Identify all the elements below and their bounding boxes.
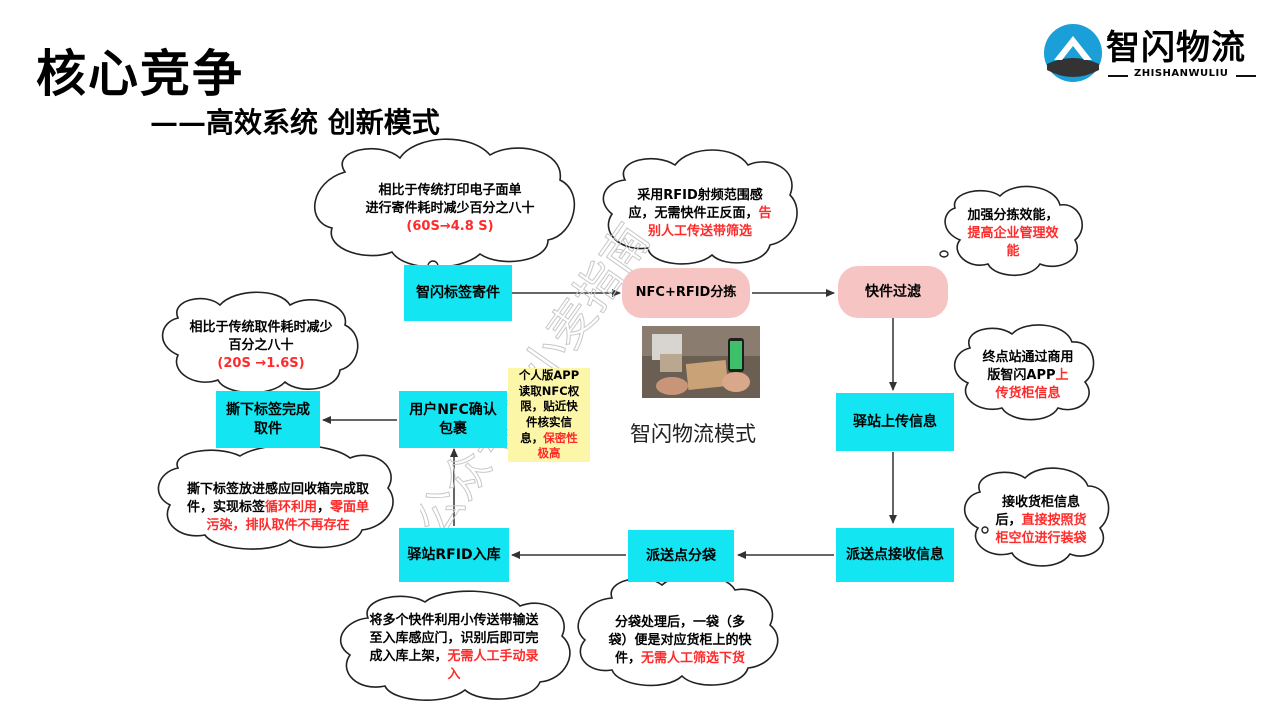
box-label-send: 智闪标签寄件 bbox=[404, 265, 512, 321]
c1-red: (60S→4.8 S) bbox=[406, 219, 494, 235]
logo-name: 智闪物流 bbox=[1106, 28, 1246, 68]
c2-line2a: 应，无需快件正反面， bbox=[628, 205, 759, 221]
page-title: 核心竞争 bbox=[36, 44, 244, 103]
page-subtitle: ——高效系统 创新模式 bbox=[150, 106, 440, 139]
note-line-6: 极高 bbox=[537, 446, 561, 461]
c7-line2d: 零面单 bbox=[330, 499, 370, 515]
cloud-3-text: 加强分拣效能， 提高企业管理效 能 bbox=[948, 200, 1078, 268]
c7-line2: 件，实现标签循环利用，零面单 bbox=[187, 499, 369, 517]
note-line-5-red: 保密性 bbox=[543, 430, 578, 445]
cloud-shape-2 bbox=[602, 149, 798, 265]
c9-line3: 件，无需人工筛选下货 bbox=[615, 650, 745, 668]
note-line-2: 读取NFC权 bbox=[518, 383, 580, 398]
cloud-shape-3 bbox=[944, 185, 1084, 276]
c7-line2b: 循环利用 bbox=[264, 499, 317, 515]
c4-red: (20S →1.6S) bbox=[217, 356, 305, 372]
c7-line2c: ， bbox=[317, 499, 331, 515]
cloud-5-text: 终点站通过商用 版智闪APP上 传货柜信息 bbox=[958, 338, 1098, 414]
c5-line2: 版智闪APP上 bbox=[987, 367, 1068, 385]
cloud-6-text: 接收货柜信息 后，直接按照货 柜空位进行装袋 bbox=[966, 484, 1116, 558]
c9-line1: 分袋处理后，一袋（多 bbox=[614, 614, 745, 630]
c5-line2a: 版智闪APP bbox=[987, 367, 1056, 383]
nfc-confirm-line-1: 用户NFC确认 bbox=[409, 401, 497, 418]
c9-line3a: 件， bbox=[614, 651, 641, 667]
c2-line2b: 告 bbox=[758, 205, 772, 221]
c8-line1: 将多个快件利用小传送带输送 bbox=[369, 612, 539, 628]
c8-line2: 至入库感应门，识别后即可完 bbox=[369, 630, 539, 646]
logo-subline: ZHISHANWULIU bbox=[1108, 68, 1258, 82]
cloud-shape-1 bbox=[314, 138, 576, 269]
c3-line1: 加强分拣效能， bbox=[967, 207, 1059, 223]
note-line-3: 限，贴近快 bbox=[520, 399, 578, 414]
cloud-7-text: 撕下标签放进感应回收箱完成取 件，实现标签循环利用，零面单 污染，排队取件不再存… bbox=[158, 472, 398, 544]
cloud-8-text: 将多个快件利用小传送带输送 至入库感应门，识别后即可完 成入库上架，无需人工手动… bbox=[340, 606, 568, 690]
cloud-4-text: 相比于传统取件耗时减少 百分之八十 (20S →1.6S) bbox=[168, 306, 354, 386]
logo-mountain-icon bbox=[1044, 24, 1102, 82]
c2-line3: 别人工传送带筛选 bbox=[647, 224, 752, 240]
cloud-shape-8 bbox=[339, 590, 571, 701]
box-station-upload: 驿站上传信息 bbox=[836, 393, 954, 451]
c7-line2a: 件，实现标签 bbox=[186, 499, 265, 515]
c9-line3b: 无需人工筛选下货 bbox=[641, 651, 746, 667]
mode-label: 智闪物流模式 bbox=[630, 422, 756, 446]
c8-line3a: 成入库上架， bbox=[369, 649, 448, 664]
c5-line1: 终点站通过商用 bbox=[982, 349, 1074, 365]
box-filter: 快件过滤 bbox=[838, 266, 948, 318]
cloud-shape-5 bbox=[953, 324, 1095, 421]
cloud-1-text: 相比于传统打印电子面单 进行寄件耗时减少百分之八十 (60S→4.8 S) bbox=[330, 168, 570, 250]
c9-line2: 袋）便是对应货柜上的快 bbox=[608, 632, 752, 648]
c4-line1: 相比于传统取件耗时减少 bbox=[189, 319, 333, 335]
cloud-shape-6 bbox=[963, 467, 1110, 567]
c6-line2a: 后， bbox=[995, 512, 1022, 528]
c5-line3: 传货柜信息 bbox=[995, 386, 1061, 402]
cloud-9-text: 分袋处理后，一袋（多 袋）便是对应货柜上的快 件，无需人工筛选下货 bbox=[582, 604, 778, 678]
cloud-shape-4 bbox=[161, 291, 359, 394]
c8-line3b: 无需人工手动录 bbox=[447, 649, 539, 664]
mode-photo bbox=[642, 326, 760, 398]
tear-line-2: 取件 bbox=[254, 420, 282, 437]
c6-line3: 柜空位进行装袋 bbox=[995, 531, 1087, 547]
box-rfid-inbound: 驿站RFID入库 bbox=[399, 528, 509, 582]
note-line-5-black: 息， bbox=[520, 430, 544, 445]
box-bagging: 派送点分袋 bbox=[628, 530, 734, 582]
c8-line3: 成入库上架，无需人工手动录 bbox=[369, 648, 538, 666]
c6-line1: 接收货柜信息 bbox=[1001, 494, 1080, 510]
c6-line2: 后，直接按照货 bbox=[995, 512, 1086, 530]
box-nfc-confirm: 用户NFC确认 包裹 bbox=[399, 391, 507, 448]
tear-line-1: 撕下标签完成 bbox=[226, 401, 310, 418]
c3-red1: 提高企业管理效 bbox=[967, 225, 1059, 241]
photo-illustration bbox=[642, 326, 760, 398]
c4-line2: 百分之八十 bbox=[228, 337, 294, 353]
c5-line2b: 上 bbox=[1055, 367, 1069, 383]
c3-red2: 能 bbox=[1006, 244, 1020, 260]
c7-line1: 撕下标签放进感应回收箱完成取 bbox=[186, 481, 369, 497]
c8-line4: 入 bbox=[447, 667, 461, 683]
logo-sub-text: ZHISHANWULIU bbox=[1134, 68, 1229, 79]
box-receive-info: 派送点接收信息 bbox=[836, 528, 954, 582]
c2-line2: 应，无需快件正反面，告 bbox=[628, 205, 771, 223]
cloud-2-text: 采用RFID射频范围感 应，无需快件正反面，告 别人工传送带筛选 bbox=[605, 176, 795, 252]
c7-line3: 污染，排队取件不再存在 bbox=[206, 518, 350, 534]
c6-line2b: 直接按照货 bbox=[1021, 512, 1087, 528]
c1-line1: 相比于传统打印电子面单 bbox=[378, 182, 522, 198]
note-personal-app: 个人版APP 读取NFC权 限，贴近快 件核实信 息，保密性 极高 bbox=[508, 368, 590, 462]
note-line-1: 个人版APP bbox=[518, 368, 580, 383]
nfc-confirm-line-2: 包裹 bbox=[439, 420, 467, 437]
box-nfc-rfid-sort: NFC+RFID分拣 bbox=[622, 268, 750, 318]
note-line-5: 息，保密性 bbox=[520, 431, 578, 447]
c1-line2: 进行寄件耗时减少百分之八十 bbox=[365, 200, 535, 216]
note-line-4: 件核实信 bbox=[526, 415, 572, 429]
box-tear-label: 撕下标签完成 取件 bbox=[216, 391, 320, 448]
c2-line1: 采用RFID射频范围感 bbox=[637, 187, 763, 203]
